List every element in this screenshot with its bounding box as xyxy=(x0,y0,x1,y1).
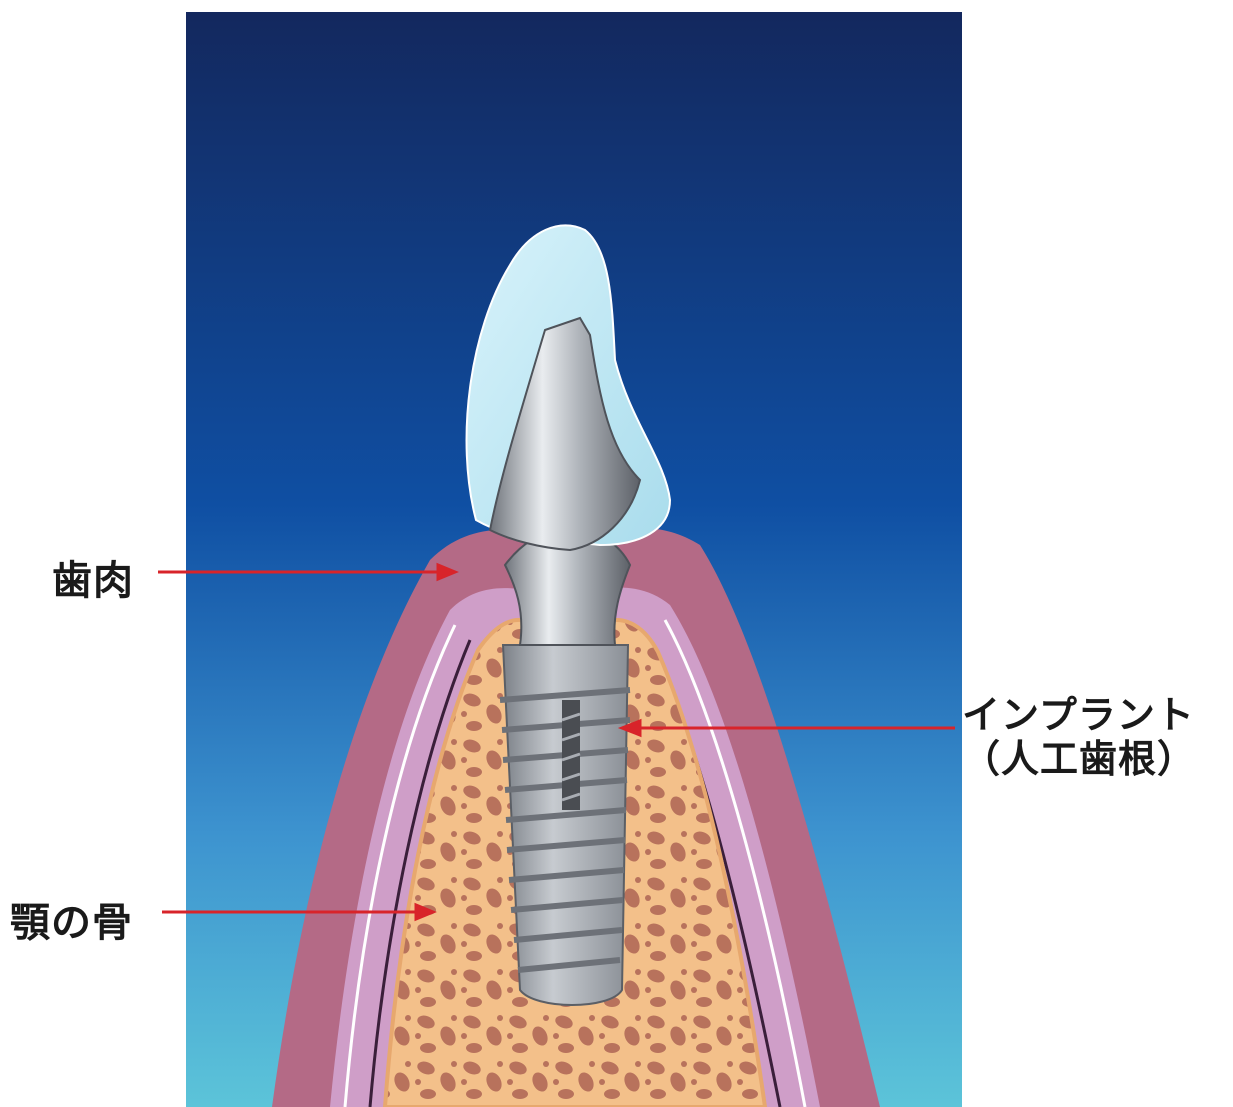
label-gum: 歯肉 xyxy=(52,548,134,606)
label-implant-line2: （人工歯根） xyxy=(962,737,1196,781)
label-jawbone: 顎の骨 xyxy=(10,890,133,948)
label-implant-line1: インプラント xyxy=(962,693,1196,737)
implant-screw xyxy=(500,645,630,1005)
label-implant: インプラント （人工歯根） xyxy=(962,693,1196,781)
